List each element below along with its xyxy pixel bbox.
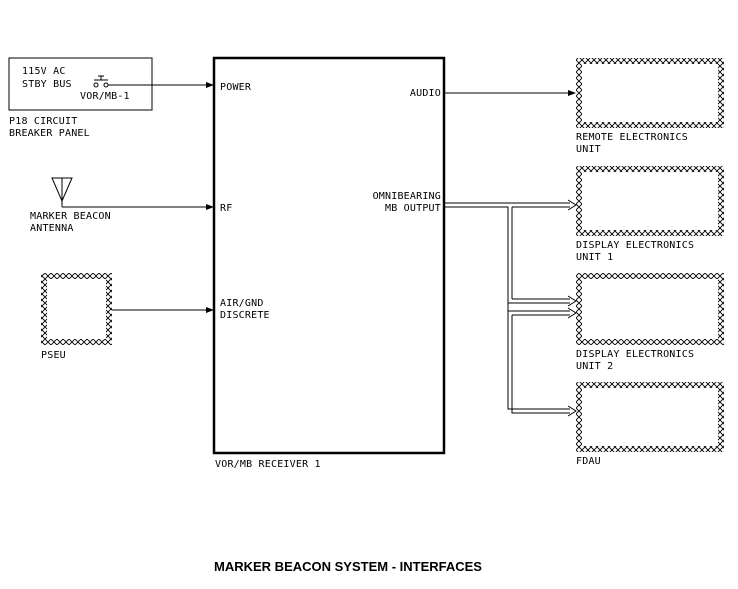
omni-bus <box>444 202 570 414</box>
receiver-name: VOR/MB RECEIVER 1 <box>215 459 321 470</box>
display-electronics-unit-1 <box>576 166 724 236</box>
breaker-symbol <box>93 75 109 88</box>
unit-3-caption-1: DISPLAY ELECTRONICS <box>576 349 694 360</box>
port-omni-label-2: MB OUTPUT <box>385 203 441 214</box>
port-audio-label: AUDIO <box>410 88 441 99</box>
remote-electronics-unit <box>576 58 724 128</box>
fdau-unit <box>576 382 724 452</box>
pseu-box-inner <box>47 279 106 339</box>
power-arrow <box>206 82 214 88</box>
antenna-caption-1: MARKER BEACON <box>30 211 111 222</box>
breaker-label: VOR/MB-1 <box>80 91 130 102</box>
port-airgnd-label-1: AIR/GND <box>220 298 264 309</box>
pseu-caption: PSEU <box>41 350 66 361</box>
unit-4-caption: FDAU <box>576 456 601 467</box>
port-rf-label: RF <box>220 203 232 214</box>
panel-bus-line-2: STBY BUS <box>22 79 72 90</box>
panel-caption-1: P18 CIRCUIT <box>9 116 77 127</box>
port-power-label: POWER <box>220 82 252 93</box>
unit-1-caption-2: UNIT <box>576 144 601 155</box>
omni-arrowheads <box>567 199 577 417</box>
panel-caption-2: BREAKER PANEL <box>9 128 90 139</box>
port-omni-label-1: OMNIBEARING <box>373 191 441 202</box>
antenna-icon <box>51 177 73 207</box>
diagram-title: MARKER BEACON SYSTEM - INTERFACES <box>214 559 482 574</box>
rf-arrow <box>206 204 214 210</box>
panel-bus-line-1: 115V AC <box>22 66 66 77</box>
unit-2-caption-2: UNIT 1 <box>576 252 613 263</box>
display-electronics-unit-2 <box>576 273 724 345</box>
breaker-panel-box <box>8 57 153 111</box>
airgnd-arrow <box>206 307 214 313</box>
audio-arrow <box>568 90 576 96</box>
unit-1-caption-1: REMOTE ELECTRONICS <box>576 132 688 143</box>
unit-2-caption-1: DISPLAY ELECTRONICS <box>576 240 694 251</box>
port-airgnd-label-2: DISCRETE <box>220 310 270 321</box>
antenna-caption-2: ANTENNA <box>30 223 74 234</box>
receiver-box <box>212 56 446 455</box>
unit-3-caption-2: UNIT 2 <box>576 361 613 372</box>
